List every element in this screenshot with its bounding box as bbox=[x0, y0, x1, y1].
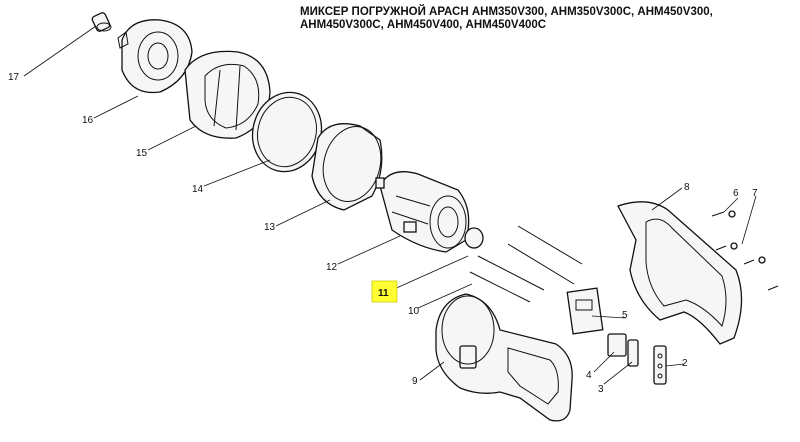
part-8-handle-cover bbox=[617, 201, 743, 345]
callout-10: 10 bbox=[408, 306, 420, 317]
callout-17: 17 bbox=[8, 72, 20, 83]
part-17-bushing bbox=[91, 12, 112, 32]
callout-14: 14 bbox=[192, 184, 204, 195]
diagram-title: МИКСЕР ПОГРУЖНОЙ АРАСН АНМ350V300, АНМ35… bbox=[300, 6, 713, 31]
callout-2: 2 bbox=[682, 358, 688, 369]
callout-5: 5 bbox=[622, 310, 628, 321]
callout-7: 7 bbox=[752, 188, 758, 199]
part-5-switch-block bbox=[566, 287, 604, 335]
callout-3: 3 bbox=[598, 384, 604, 395]
callout-9: 9 bbox=[412, 376, 418, 387]
highlight-box-11 bbox=[371, 280, 398, 303]
callout-6: 6 bbox=[733, 188, 739, 199]
callout-12: 12 bbox=[326, 262, 338, 273]
motor-bushing bbox=[464, 227, 484, 249]
part-2-plate bbox=[653, 345, 667, 385]
leader-lines bbox=[23, 25, 757, 385]
part-9-main-housing bbox=[435, 293, 573, 422]
callout-labels: 17 16 15 14 13 12 11 10 9 8 6 7 5 4 3 2 bbox=[8, 72, 758, 395]
part-13-sleeve bbox=[311, 123, 383, 211]
part-15-housing-collar bbox=[184, 50, 271, 139]
part-10-11-screws bbox=[469, 225, 583, 303]
part-14-ring bbox=[251, 91, 323, 173]
callout-15: 15 bbox=[136, 148, 148, 159]
part-6-7-fasteners bbox=[711, 210, 779, 291]
part-16-top-cap bbox=[117, 19, 193, 94]
callout-16: 16 bbox=[82, 115, 94, 126]
part-12-motor bbox=[375, 171, 470, 253]
part-3-4-buttons bbox=[607, 333, 639, 367]
callout-4: 4 bbox=[586, 370, 592, 381]
callout-8: 8 bbox=[684, 182, 690, 193]
callout-11: 11 bbox=[378, 288, 389, 299]
callout-13: 13 bbox=[264, 222, 276, 233]
